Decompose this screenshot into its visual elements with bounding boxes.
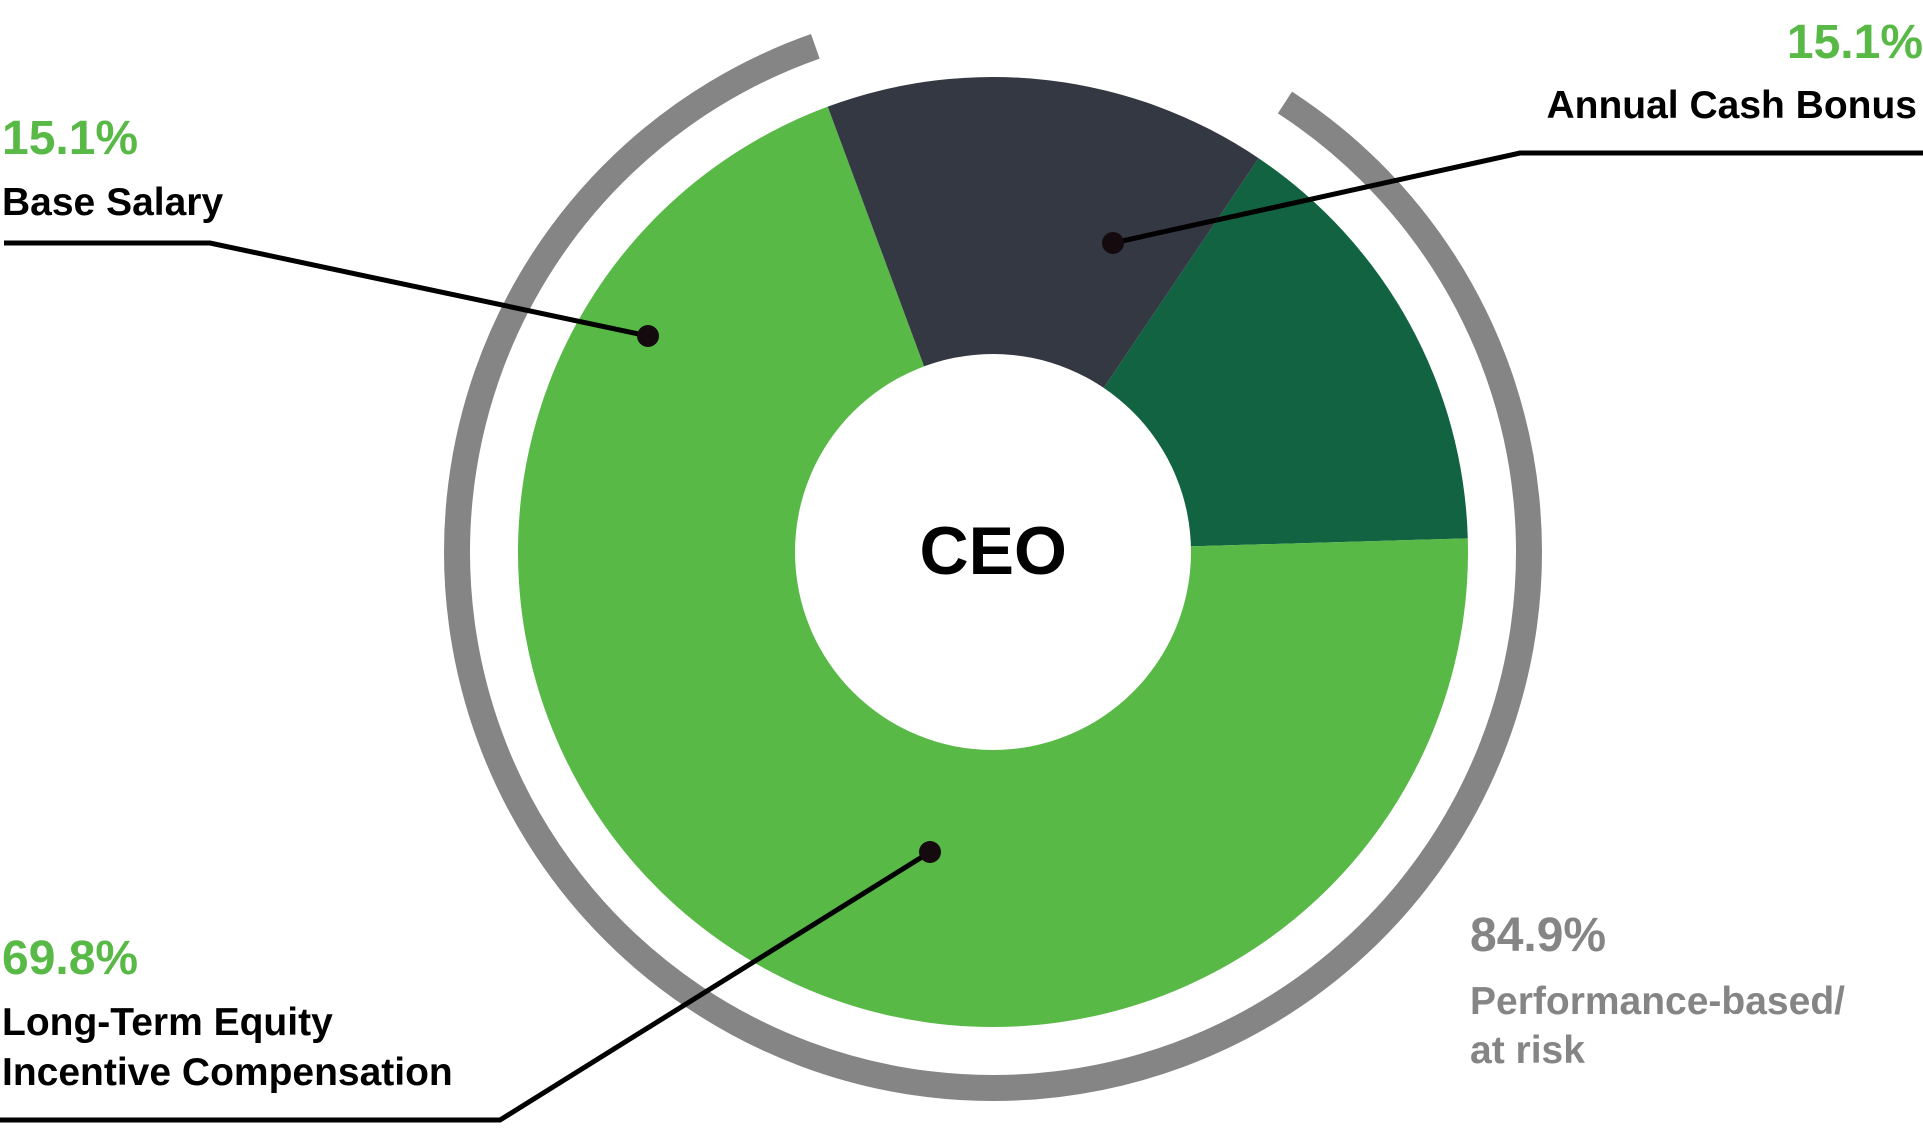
annual-cash-bonus-leader-dot xyxy=(1102,232,1124,254)
annual-cash-bonus-label: Annual Cash Bonus xyxy=(1546,84,1917,127)
performance-based-value-label: 84.9% xyxy=(1470,909,1607,962)
long-term-equity-value-label: 69.8% xyxy=(2,932,139,985)
base-salary-label: Base Salary xyxy=(2,181,224,224)
base-salary-leader-dot xyxy=(637,325,659,347)
annual-cash-bonus-value-label: 15.1% xyxy=(1786,16,1923,69)
donut-hole xyxy=(795,354,1191,750)
performance-based-label-line-1: Performance-based/ xyxy=(1470,980,1845,1023)
long-term-equity-leader-dot xyxy=(919,841,941,863)
long-term-equity-label-line-1: Long-Term Equity xyxy=(2,1001,333,1044)
leader-lines xyxy=(0,150,1923,1123)
base-salary-leader-line xyxy=(4,240,649,339)
performance-based-label-line-2: at risk xyxy=(1470,1029,1585,1072)
slice-base-salary xyxy=(827,77,1259,552)
annual-cash-bonus-leader-line xyxy=(1112,150,1923,246)
long-term-equity-leader-line xyxy=(0,849,932,1123)
long-term-equity-label-line-2: Incentive Compensation xyxy=(2,1051,453,1094)
performance-based-arc xyxy=(444,34,1542,1101)
base-salary-value-label: 15.1% xyxy=(2,112,139,165)
center-label: CEO xyxy=(919,513,1067,589)
